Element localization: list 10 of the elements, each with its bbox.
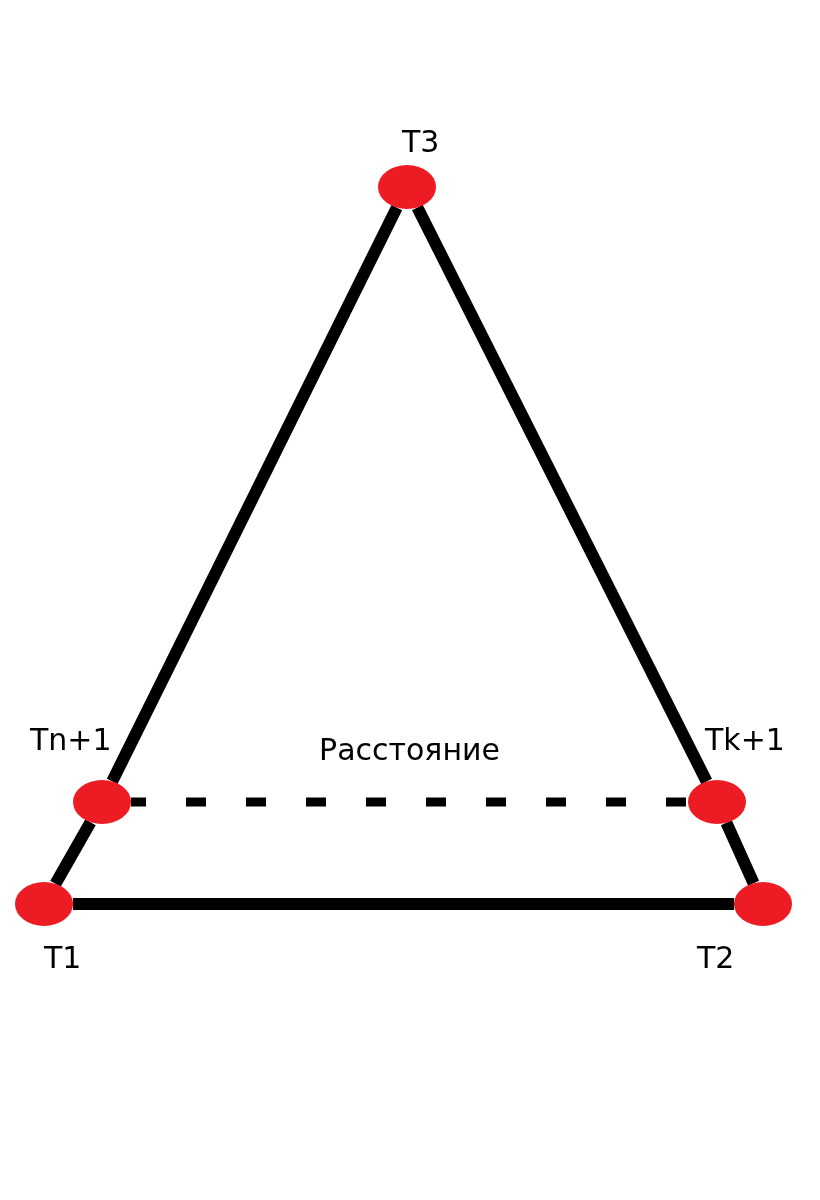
triangle-side-line [720,820,760,886]
point-label: T3 [402,127,440,157]
point-label: T1 [44,943,82,973]
triangle-side-line [50,819,96,887]
triangle-side-line [73,898,734,910]
triangle-side-line [412,204,712,785]
point-label: T2 [697,943,735,973]
triangle-side-line [106,204,403,785]
point-label: Tn+1 [30,725,112,755]
point-label: Tk+1 [705,725,785,755]
